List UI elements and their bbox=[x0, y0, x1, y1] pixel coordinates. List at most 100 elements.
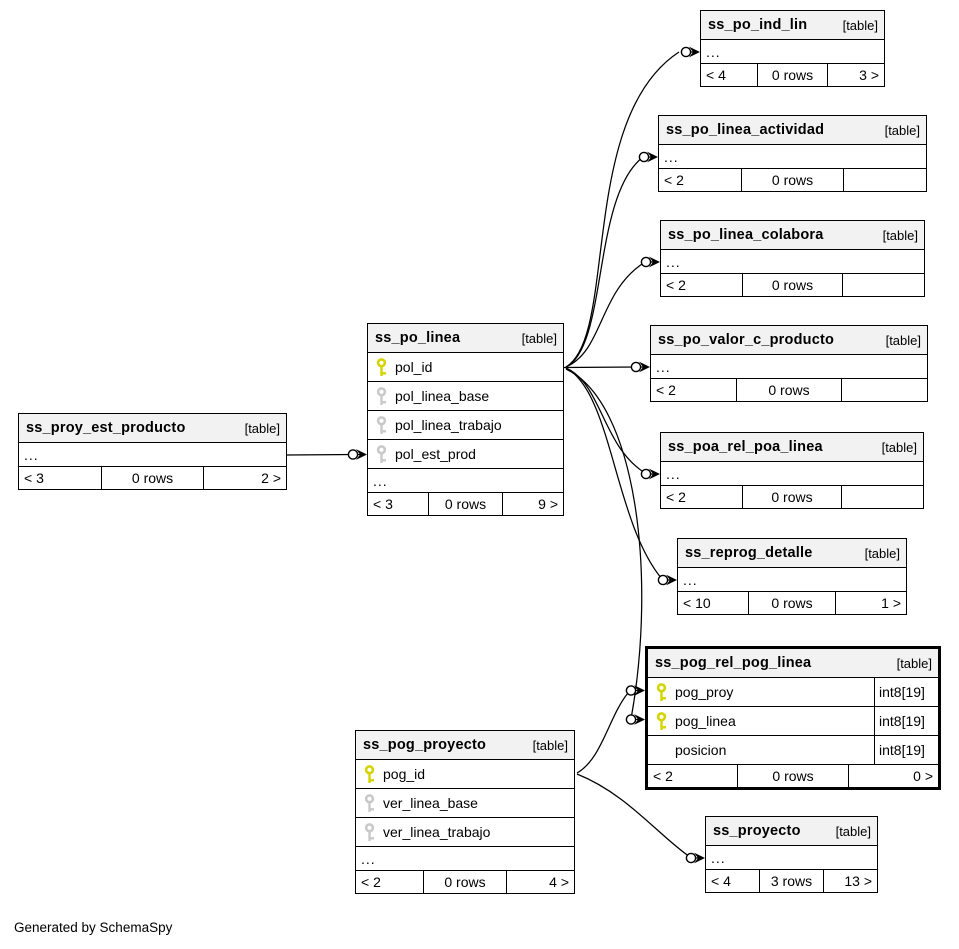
table-type-tag: [table] bbox=[864, 545, 900, 561]
table-name-link[interactable]: ss_po_ind_lin bbox=[708, 17, 808, 33]
cardinality-circle-icon bbox=[640, 468, 652, 480]
key-cell bbox=[368, 444, 395, 464]
column-row-pol_id[interactable]: pol_id bbox=[368, 352, 563, 381]
table-name-link[interactable]: ss_po_linea bbox=[375, 330, 461, 346]
footer-row-count: 0 rows bbox=[131, 470, 174, 486]
table-type-tag: [table] bbox=[884, 122, 920, 138]
table-name-link[interactable]: ss_poa_rel_poa_linea bbox=[668, 439, 823, 455]
table-name-link[interactable]: ss_proyecto bbox=[713, 823, 801, 839]
table-type-tag: [table] bbox=[882, 227, 918, 243]
column-row-pol_linea_base[interactable]: pol_linea_base bbox=[368, 381, 563, 410]
footer-parents-count: < 2 bbox=[659, 169, 743, 191]
table-header: ss_po_linea_colabora [table] bbox=[661, 221, 924, 249]
arrowhead-icon bbox=[634, 685, 645, 696]
cardinality-circle-icon bbox=[625, 714, 637, 725]
cardinality-circle-icon bbox=[680, 46, 692, 58]
table-type-tag: [table] bbox=[835, 823, 871, 839]
column-name: pol_id bbox=[395, 359, 433, 375]
relationship-line bbox=[565, 367, 646, 474]
footer-children-count: 3 > bbox=[826, 64, 884, 86]
table-header: ss_proy_est_producto[table] bbox=[19, 414, 286, 442]
arrowhead-icon bbox=[649, 468, 660, 480]
table-header: ss_pog_proyecto[table] bbox=[356, 731, 574, 759]
column-row-posicion[interactable]: posicion int8[19] bbox=[648, 735, 938, 764]
key-cell bbox=[368, 415, 395, 435]
footer-parents-count: < 4 bbox=[701, 64, 759, 86]
column-row-ver_linea_trabajo[interactable]: ver_linea_trabajo bbox=[356, 817, 574, 846]
relationship-line bbox=[576, 773, 691, 858]
table-name-link[interactable]: ss_po_linea_actividad bbox=[666, 122, 825, 138]
key-cell bbox=[648, 682, 675, 702]
footer-parents-count: < 3 bbox=[19, 467, 103, 489]
footer-parents-count: < 3 bbox=[368, 493, 430, 515]
table-header: ss_reprog_detalle [table] bbox=[678, 539, 906, 567]
column-type: int8[19] bbox=[874, 707, 938, 735]
footer-parents-count: < 2 bbox=[356, 871, 425, 893]
primary-key-icon bbox=[656, 682, 667, 701]
table-type-tag: [table] bbox=[881, 439, 917, 455]
relationship-line bbox=[565, 51, 680, 368]
column-type: int8[19] bbox=[874, 678, 938, 706]
footer-parents-count: < 2 bbox=[661, 274, 744, 296]
generator-credit: Generated by SchemaSpy bbox=[14, 920, 173, 935]
table-type-tag: [table] bbox=[842, 17, 878, 33]
hidden-columns-ellipsis: ... bbox=[661, 461, 923, 485]
key-cell bbox=[356, 764, 383, 784]
table-type-tag: [table] bbox=[885, 332, 921, 348]
column-row-pog_id[interactable]: pog_id bbox=[356, 759, 574, 788]
table-name-link[interactable]: ss_pog_rel_pog_linea bbox=[655, 655, 812, 671]
arrowhead-icon bbox=[649, 256, 660, 268]
hidden-columns-ellipsis: ... bbox=[356, 846, 574, 870]
table-name-link[interactable]: ss_proy_est_producto bbox=[26, 420, 186, 436]
footer-children-count: 4 > bbox=[505, 871, 574, 893]
footer-children-count: 1 > bbox=[834, 592, 906, 614]
table-name-link[interactable]: ss_pog_proyecto bbox=[363, 737, 487, 753]
hidden-columns-ellipsis: ... bbox=[659, 144, 926, 168]
column-row-pog_linea[interactable]: pog_linea int8[19] bbox=[648, 706, 938, 735]
footer-children-count bbox=[840, 379, 927, 401]
footer-children-count bbox=[841, 486, 923, 508]
arrowhead-icon bbox=[647, 151, 658, 163]
column-name: pog_linea bbox=[675, 713, 736, 729]
footer-row-count: 0 rows bbox=[772, 768, 814, 784]
column-type: int8[19] bbox=[874, 736, 938, 764]
table-footer: < 2 0 rows 4 > bbox=[356, 870, 574, 893]
table-name-link[interactable]: ss_po_valor_c_producto bbox=[658, 332, 835, 348]
column-row-ver_linea_base[interactable]: ver_linea_base bbox=[356, 788, 574, 817]
table-name-link[interactable]: ss_reprog_detalle bbox=[685, 545, 813, 561]
arrowhead-icon bbox=[634, 714, 645, 725]
hidden-columns-ellipsis: ... bbox=[651, 354, 927, 378]
relationship-line bbox=[565, 367, 663, 580]
table-name-link[interactable]: ss_po_linea_colabora bbox=[668, 227, 824, 243]
column-name: pol_linea_trabajo bbox=[395, 417, 502, 433]
relationship-line bbox=[576, 692, 629, 774]
column-row-pol_linea_trabajo[interactable]: pol_linea_trabajo bbox=[368, 410, 563, 439]
key-cell bbox=[648, 711, 675, 731]
table-header: ss_po_valor_c_producto [table] bbox=[651, 326, 927, 354]
arrowhead-icon bbox=[639, 361, 650, 373]
column-name: pol_linea_base bbox=[395, 388, 490, 404]
footer-row-count: 0 rows bbox=[444, 874, 486, 890]
footer-parents-count: < 2 bbox=[648, 765, 739, 787]
footer-parents-count: < 10 bbox=[678, 592, 750, 614]
footer-row-count: 0 rows bbox=[768, 382, 810, 398]
column-row-pol_est_prod[interactable]: pol_est_prod bbox=[368, 439, 563, 468]
column-name: posicion bbox=[675, 742, 727, 758]
hidden-columns-ellipsis: ... bbox=[706, 845, 877, 869]
foreign-key-icon bbox=[364, 822, 375, 841]
